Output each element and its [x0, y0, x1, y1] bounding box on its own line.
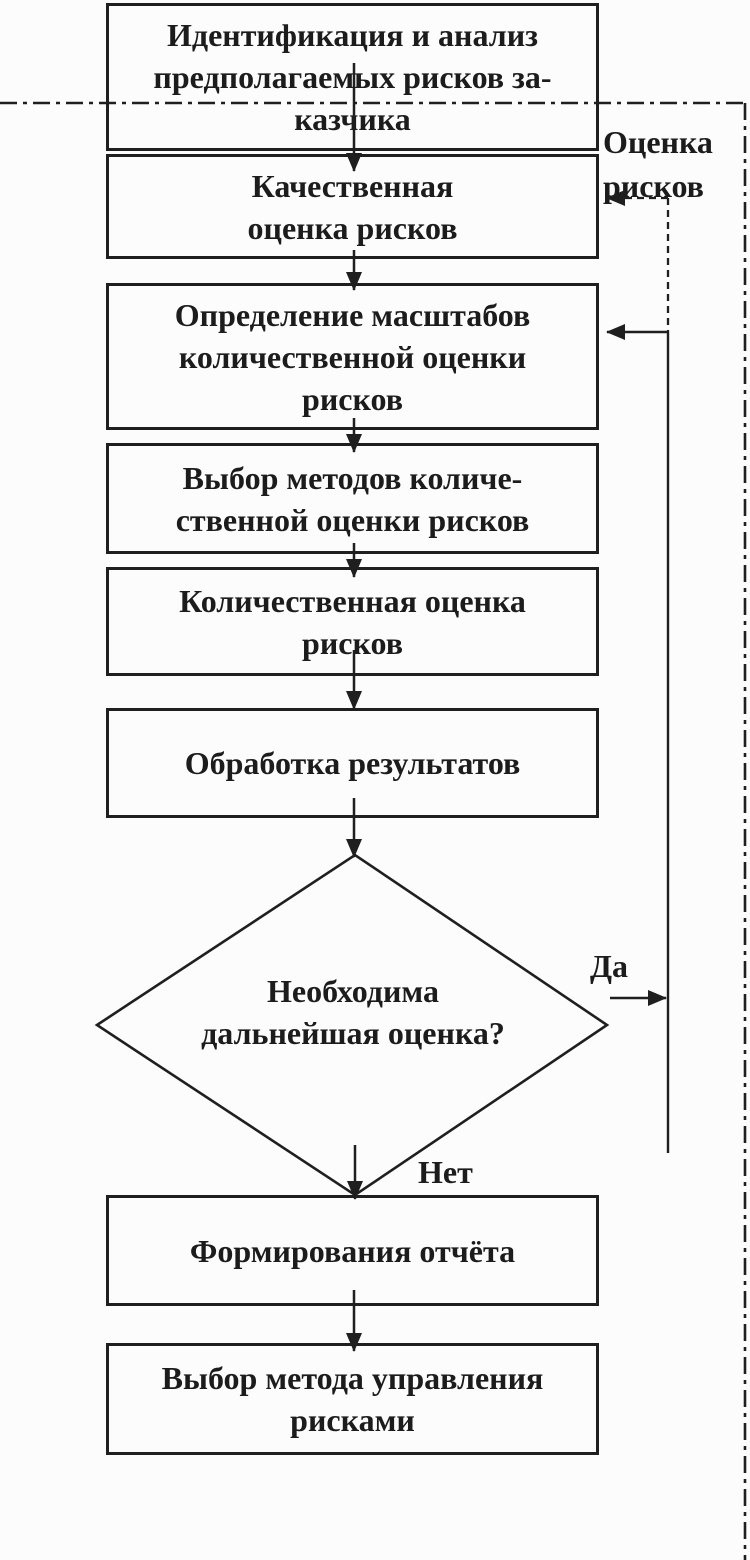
process-box-method-choice: Выбор методов количе- ственной оценки ри… — [106, 443, 599, 554]
edge-label-no: Нет — [418, 1154, 473, 1190]
process-box-processing: Обработка результатов — [106, 708, 599, 818]
process-box-qualitative: Качественная оценка рисков — [106, 154, 599, 259]
process-box-identify: Идентификация и анализ предполагаемых ри… — [106, 3, 599, 151]
edge-label-yes: Да — [590, 948, 629, 984]
decision-diamond-label: Необходима дальнейшая оценка? — [201, 973, 505, 1051]
process-box-management: Выбор метода управления рисками — [106, 1343, 599, 1455]
boundary-label-risk-assessment: Оценка рисков — [603, 124, 713, 204]
process-box-quantitative: Количественная оценка рисков — [106, 567, 599, 676]
process-box-scope: Определение масштабов количественной оце… — [106, 283, 599, 430]
process-box-report: Формирования отчёта — [106, 1195, 599, 1306]
